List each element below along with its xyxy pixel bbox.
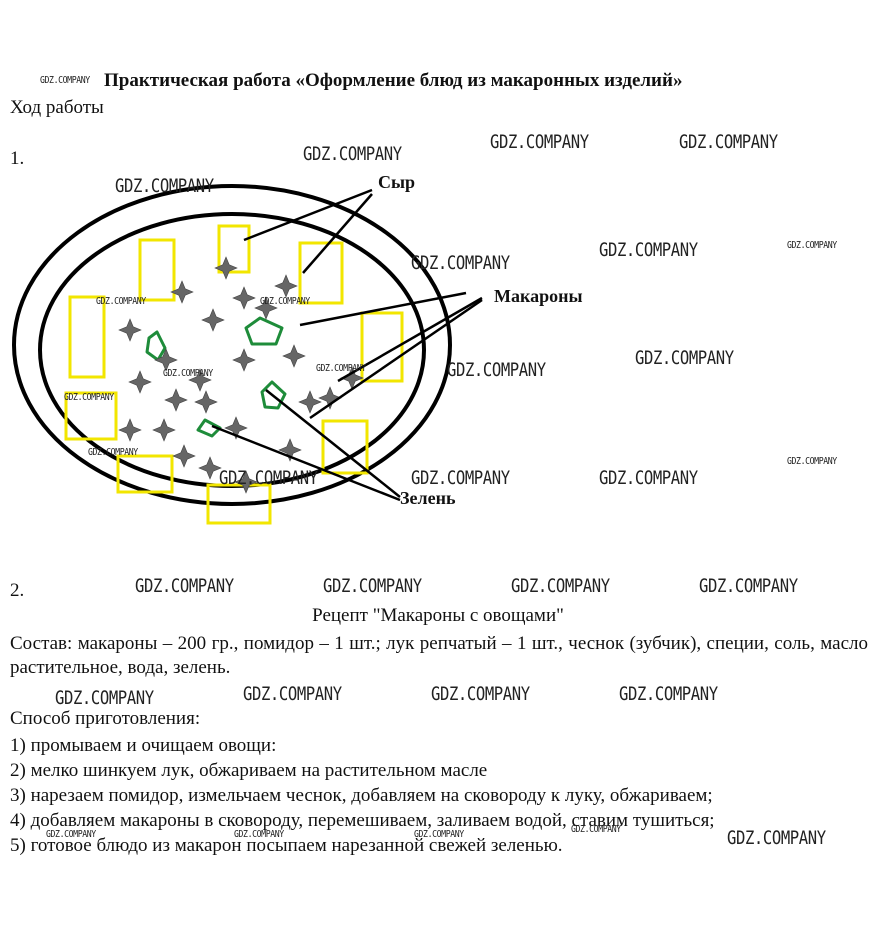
watermark: GDZ.COMPANY: [46, 829, 96, 840]
cheese-slice: [138, 238, 176, 302]
pasta-piece: [282, 344, 306, 368]
watermark: GDZ.COMPANY: [431, 683, 530, 705]
pasta-piece: [278, 438, 302, 462]
pasta-piece: [164, 388, 188, 412]
watermark: GDZ.COMPANY: [55, 687, 154, 709]
pasta-piece: [214, 256, 238, 280]
label-pasta: Макароны: [494, 286, 583, 306]
cheese-slice: [206, 483, 272, 525]
greens-piece: [260, 380, 287, 410]
label-cheese: Сыр: [378, 172, 415, 192]
method-heading: Способ приготовления:: [10, 708, 201, 729]
watermark: GDZ.COMPANY: [234, 829, 284, 840]
watermark: GDZ.COMPANY: [411, 467, 510, 489]
pasta-piece: [198, 456, 222, 480]
pasta-piece: [128, 370, 152, 394]
pasta-piece: [254, 296, 278, 320]
method-step: 3) нарезаем помидор, измельчаем чеснок, …: [10, 785, 713, 806]
document-title: Практическая работа «Оформление блюд из …: [104, 70, 683, 91]
cheese-slice: [298, 241, 344, 305]
watermark: GDZ.COMPANY: [411, 252, 510, 274]
watermark: GDZ.COMPANY: [727, 827, 826, 849]
pasta-piece: [201, 308, 225, 332]
pasta-piece: [298, 390, 322, 414]
method-step: 4) добавляем макароны в сковороду, перем…: [10, 810, 715, 831]
watermark: GDZ.COMPANY: [447, 359, 546, 381]
plate-diagram: Сыр Макароны Зелень: [12, 172, 583, 525]
watermark: GDZ.COMPANY: [571, 824, 621, 835]
pasta-piece: [154, 348, 178, 372]
watermark: GDZ.COMPANY: [787, 456, 837, 467]
pasta-piece: [194, 390, 218, 414]
pasta-piece: [118, 418, 142, 442]
watermark: GDZ.COMPANY: [490, 131, 589, 153]
pasta-piece: [232, 286, 256, 310]
pasta-piece: [224, 416, 248, 440]
pasta-piece: [152, 418, 176, 442]
work-progress-heading: Ход работы: [10, 97, 104, 118]
method-step: 5) готовое блюдо из макарон посыпаем нар…: [10, 835, 563, 856]
method-step: 1) промываем и очищаем овощи:: [10, 735, 277, 756]
plate-outer-rim: [12, 184, 452, 506]
watermark: GDZ.COMPANY: [316, 363, 366, 374]
watermark: GDZ.COMPANY: [511, 575, 610, 597]
watermark: GDZ.COMPANY: [163, 368, 213, 379]
recipe-title: Рецепт "Макароны с овощами": [312, 605, 564, 626]
watermark: GDZ.COMPANY: [135, 575, 234, 597]
watermark: GDZ.COMPANY: [619, 683, 718, 705]
greens: [145, 316, 287, 438]
watermark: GDZ.COMPANY: [414, 829, 464, 840]
cheese-slice: [360, 311, 404, 383]
greens-piece: [145, 330, 167, 362]
pasta-piece: [118, 318, 142, 342]
recipe-composition: Состав: макароны – 200 гр., помидор – 1 …: [10, 633, 868, 678]
watermark: GDZ.COMPANY: [243, 683, 342, 705]
watermark: GDZ.COMPANY: [115, 175, 214, 197]
watermark: GDZ.COMPANY: [219, 467, 318, 489]
greens-piece: [196, 418, 222, 438]
watermark: GDZ.COMPANY: [323, 575, 422, 597]
cheese-slice: [321, 419, 369, 475]
pasta-piece: [188, 368, 212, 392]
cheese-slices: [64, 224, 404, 525]
cheese-slice: [116, 454, 174, 494]
pasta-piece: [318, 386, 342, 410]
watermark: GDZ.COMPANY: [64, 392, 114, 403]
watermark: GDZ.COMPANY: [599, 239, 698, 261]
watermark: GDZ.COMPANY: [260, 296, 310, 307]
cheese-slice: [64, 391, 118, 441]
watermark: GDZ.COMPANY: [787, 240, 837, 251]
pasta-piece: [234, 470, 258, 494]
pasta-piece: [172, 444, 196, 468]
pasta-pieces: [118, 256, 364, 494]
label-pointers: [211, 188, 483, 502]
greens-piece: [244, 316, 284, 346]
watermark: GDZ.COMPANY: [699, 575, 798, 597]
cheese-slice: [68, 295, 106, 379]
method-step: 2) мелко шинкуем лук, обжариваем на раст…: [10, 760, 488, 781]
watermark: GDZ.COMPANY: [635, 347, 734, 369]
watermark: GDZ.COMPANY: [40, 75, 90, 86]
method-steps: 1) промываем и очищаем овощи: 2) мелко ш…: [10, 733, 715, 858]
watermark: GDZ.COMPANY: [96, 296, 146, 307]
watermark: GDZ.COMPANY: [679, 131, 778, 153]
label-greens: Зелень: [400, 488, 456, 508]
item-number-2: 2.: [10, 580, 25, 601]
cheese-slice: [217, 224, 251, 274]
pasta-piece: [232, 348, 256, 372]
watermark: GDZ.COMPANY: [599, 467, 698, 489]
watermark: GDZ.COMPANY: [303, 143, 402, 165]
watermark: GDZ.COMPANY: [88, 447, 138, 458]
pasta-piece: [170, 280, 194, 304]
pasta-piece: [274, 274, 298, 298]
item-number-1: 1.: [10, 148, 25, 169]
